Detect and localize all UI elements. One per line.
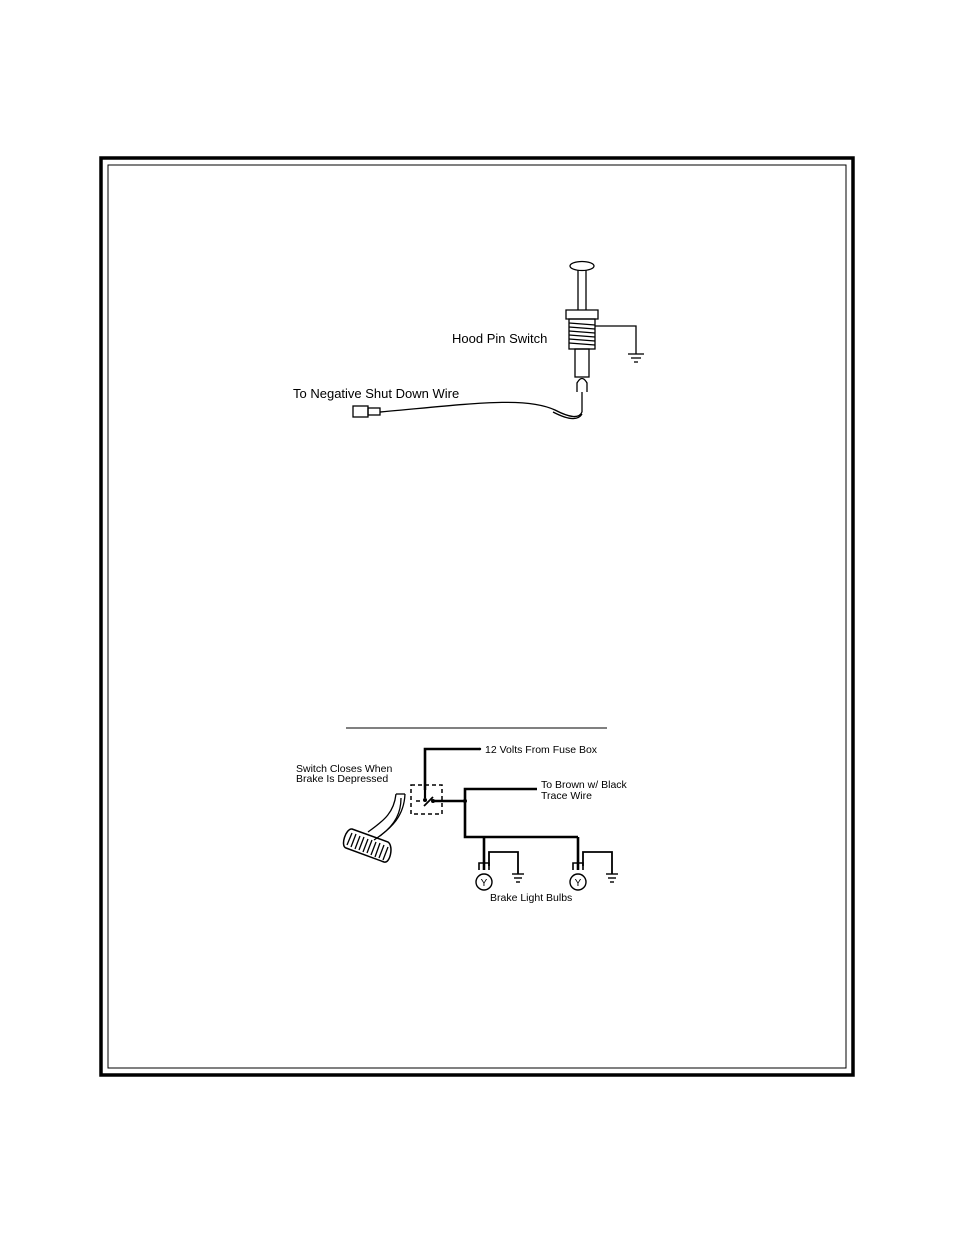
negative-shutdown-wire-label: To Negative Shut Down Wire — [293, 386, 459, 401]
hood-pin-nut — [566, 310, 598, 319]
hood-pin-switch-label: Hood Pin Switch — [452, 331, 547, 346]
ground-icon-left — [512, 874, 524, 882]
hood-pin-cap — [570, 262, 594, 271]
supply-label: 12 Volts From Fuse Box — [485, 744, 598, 756]
brake-bulbs-label: Brake Light Bulbs — [490, 892, 572, 904]
brake-pedal-icon — [344, 794, 405, 862]
brake-output-wire — [433, 789, 537, 801]
bulb-glyph-left: Y — [481, 878, 488, 889]
spade-connector — [353, 406, 368, 417]
page-frame — [101, 158, 853, 1075]
hood-pin-bullet-connector — [577, 379, 587, 393]
output-label-line2: Trace Wire — [541, 790, 592, 802]
bulb-bus-wire — [465, 801, 578, 837]
ground-icon-right — [606, 874, 618, 882]
bulb-glyph-right: Y — [575, 878, 582, 889]
negative-shutdown-wire — [380, 402, 582, 416]
supply-wire — [425, 749, 480, 790]
hood-pin-ground-icon — [628, 354, 644, 362]
switch-label-line2: Brake Is Depressed — [296, 773, 388, 785]
